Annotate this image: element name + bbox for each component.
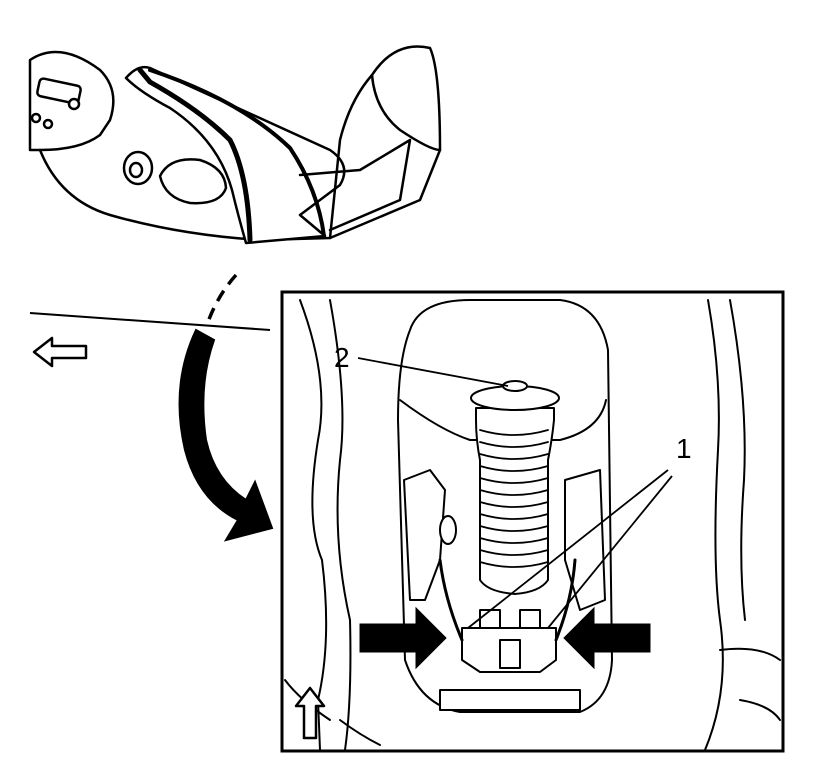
console-left-inner-contour bbox=[329, 299, 352, 751]
curved-arrow-icon bbox=[178, 328, 274, 542]
solid-arrow-left-icon bbox=[563, 606, 651, 670]
base-plate bbox=[439, 689, 581, 711]
console-knob-a bbox=[30, 112, 42, 124]
console-display bbox=[36, 77, 82, 105]
brake-lever-grip-edge bbox=[137, 67, 253, 243]
bellows-ribs bbox=[479, 429, 549, 568]
callout-label-1: 1 bbox=[676, 433, 692, 464]
rotation-arrow bbox=[178, 273, 274, 542]
solid-arrow-right-icon bbox=[359, 606, 447, 670]
console-right-lower bbox=[719, 647, 781, 721]
view-direction-line bbox=[29, 312, 271, 331]
callout-label-2: 2 bbox=[334, 342, 350, 373]
rotary-switch-center bbox=[128, 161, 144, 179]
console-right-inner-contour bbox=[729, 299, 746, 621]
mechanism-bolt bbox=[439, 515, 457, 545]
armrest bbox=[370, 45, 442, 152]
callout-1-leader-left bbox=[467, 469, 669, 629]
overview-illustration bbox=[28, 45, 442, 245]
callout-1-leader-right bbox=[547, 475, 673, 629]
push-button bbox=[158, 158, 228, 205]
rotation-arrow-dashed-tail bbox=[206, 273, 238, 323]
brake-lever-grip-line bbox=[148, 68, 326, 238]
connector-center bbox=[499, 639, 521, 669]
console-left-contour bbox=[299, 299, 328, 751]
armrest-side bbox=[328, 73, 374, 240]
mechanism-right-bracket bbox=[564, 469, 606, 611]
hollow-arrow-up-icon bbox=[294, 686, 326, 740]
left-wire-lead bbox=[438, 558, 464, 642]
right-wire-lead bbox=[554, 558, 577, 642]
callout-2-leader bbox=[357, 357, 509, 387]
console-knob-b bbox=[42, 118, 54, 130]
lever-boot bbox=[298, 138, 412, 232]
bellows-top-ring bbox=[502, 380, 528, 392]
console-knob-small bbox=[67, 97, 81, 111]
hollow-arrow-left-icon bbox=[32, 336, 88, 368]
detail-illustration bbox=[284, 299, 781, 751]
bellows-boot bbox=[475, 407, 555, 595]
console-right-contour bbox=[704, 299, 724, 751]
mechanism-housing bbox=[399, 399, 607, 441]
